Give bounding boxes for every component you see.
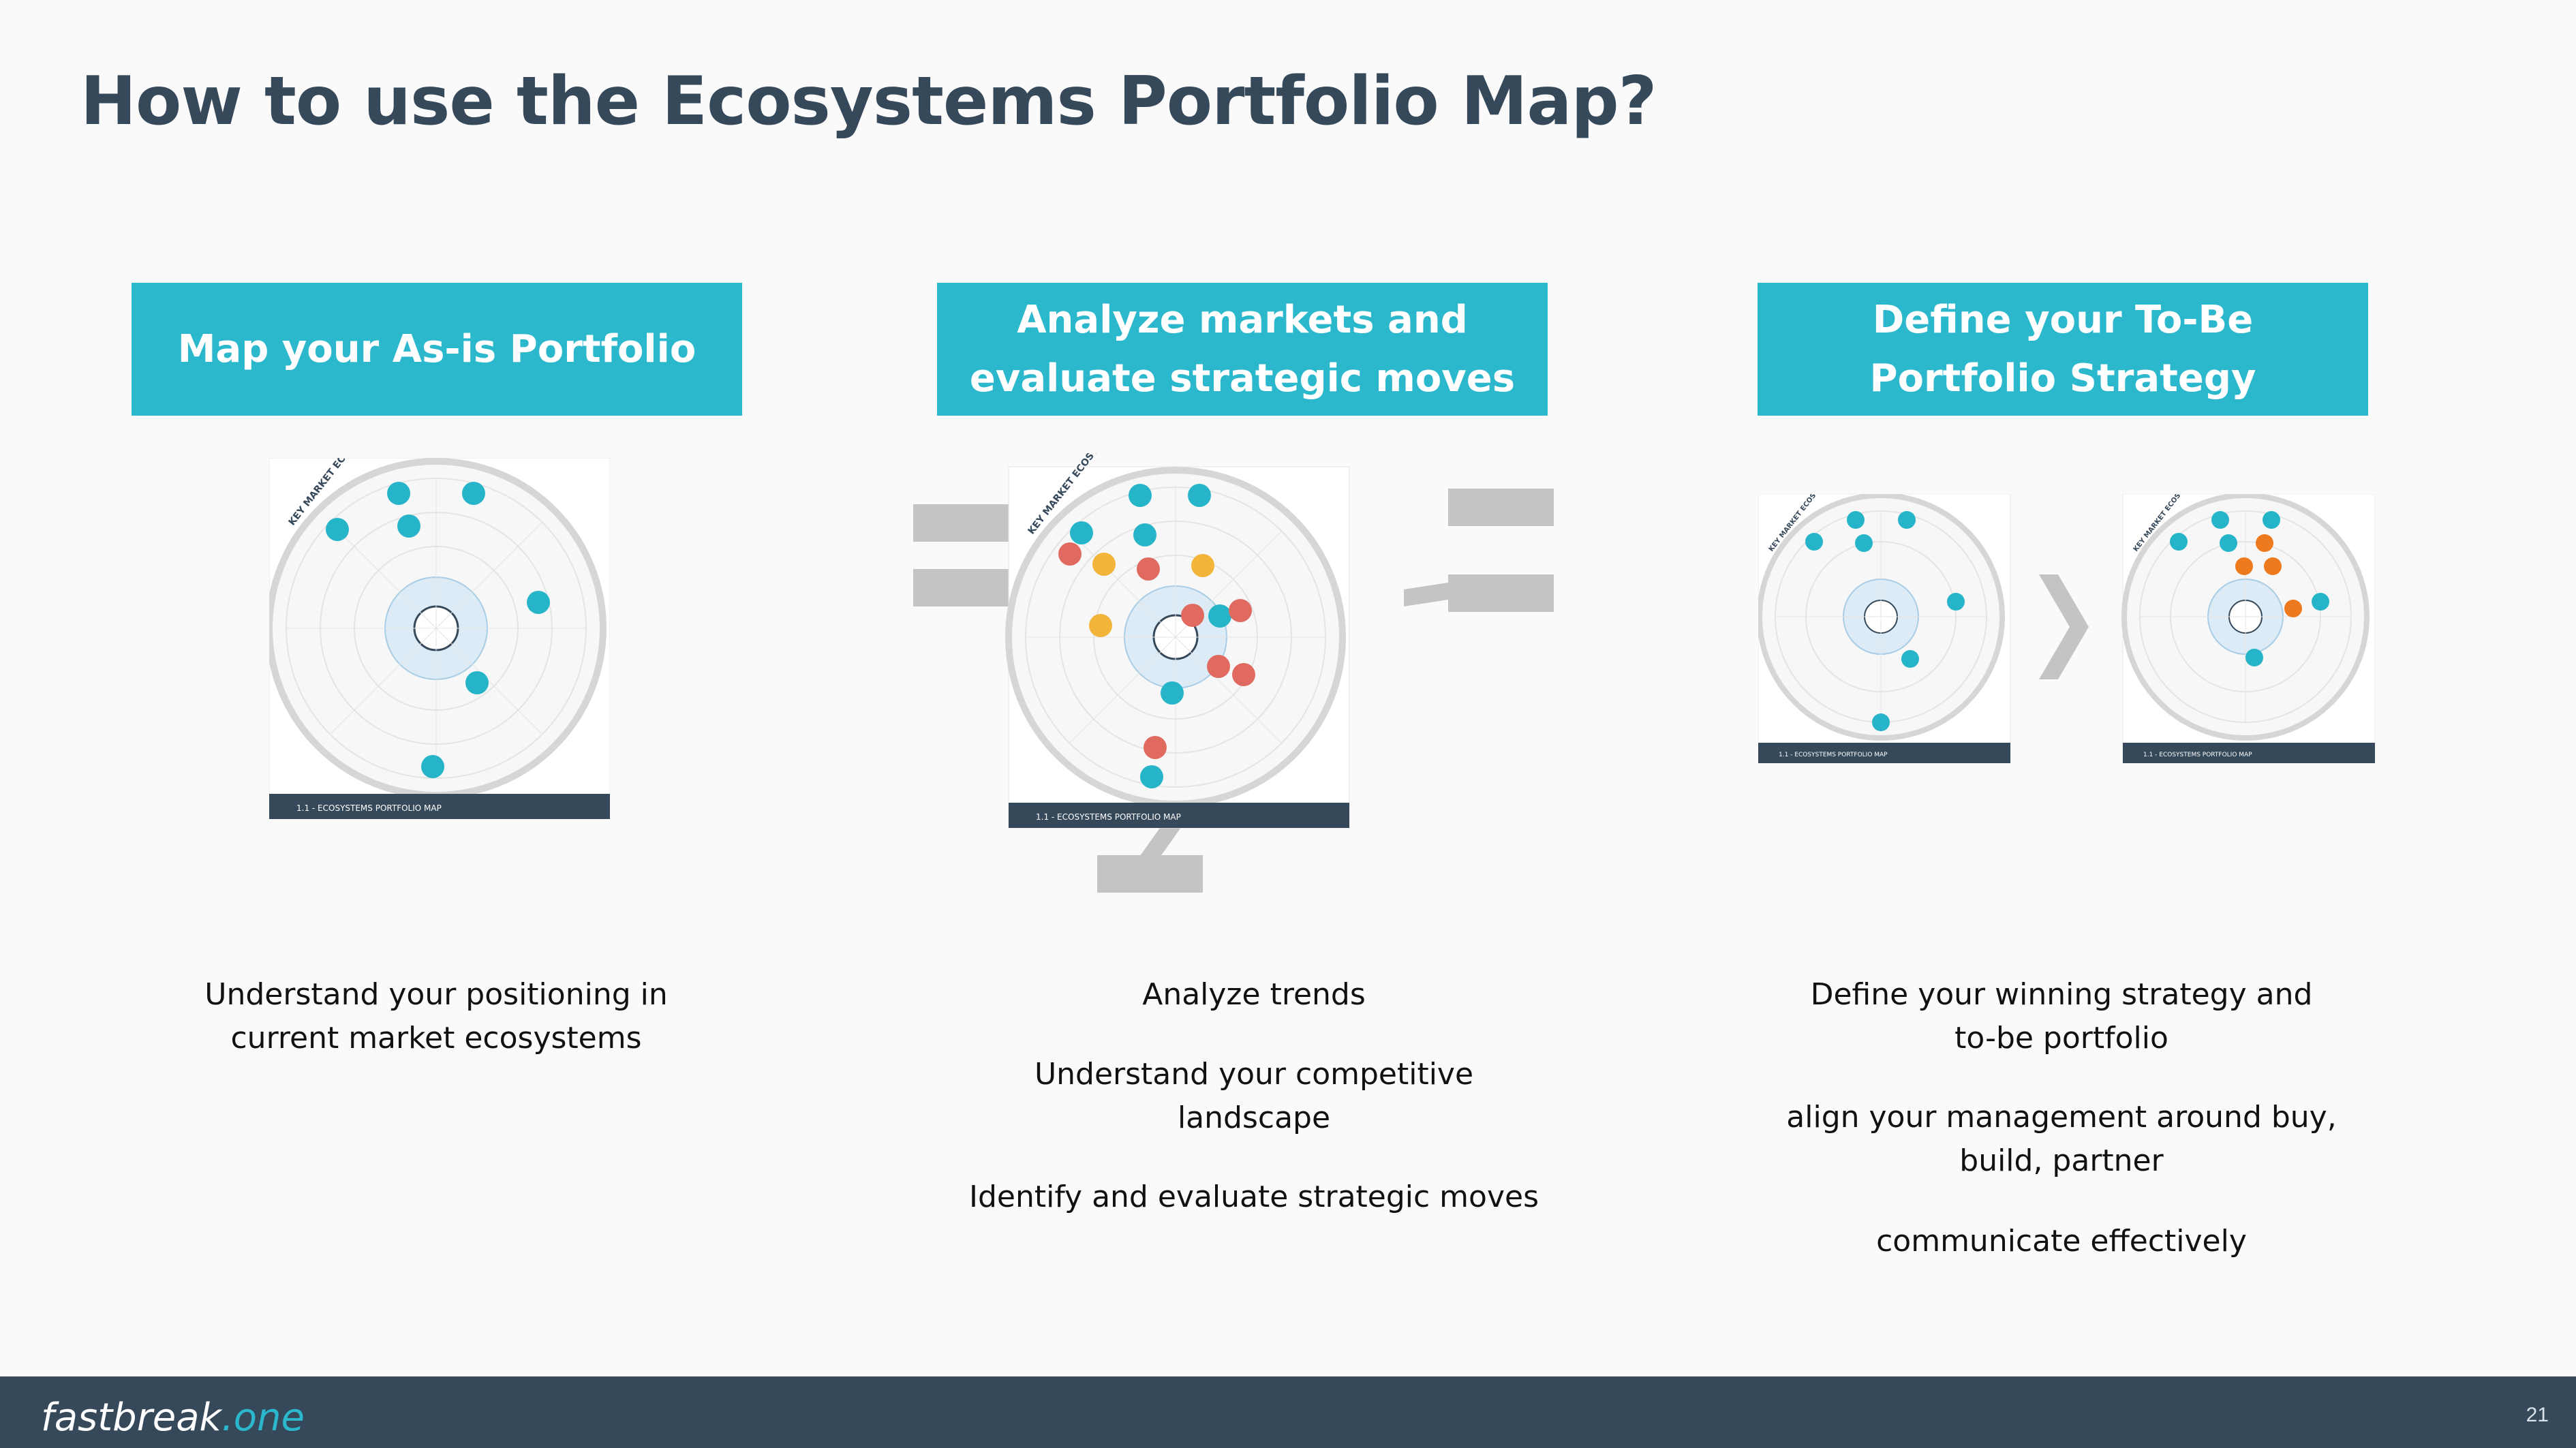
caption-positioning: Understand your positioning in current m…: [204, 977, 668, 1056]
chevron-right-icon: [2039, 574, 2089, 679]
map-as-is: KEY MARKET ECOSYSTEMS 1.1 - ECOSYSTEMS P…: [269, 458, 610, 819]
caption-strategic-moves: Identify and evaluate strategic moves: [969, 1180, 1539, 1214]
page-number: 21: [2526, 1404, 2549, 1426]
footer-bar: fastbreak.one 21: [0, 1376, 2576, 1448]
caption-competitive-landscape: Understand your competitive landscape: [1034, 1057, 1474, 1135]
column-header-to-be: Define your To-Be Portfolio Strategy: [1758, 283, 2368, 416]
map-analyze: KEY MARKET ECOSYSTEMS: [913, 453, 1554, 893]
logo-suffix: .one: [221, 1396, 305, 1440]
map-footer-label: 1.1 - ECOSYSTEMS PORTFOLIO MAP: [296, 803, 442, 813]
caption-winning-strategy: Define your winning strategy and to-be p…: [1810, 977, 2313, 1056]
map-to-be: KEY MARKET ECOSYSTEMS 1.1 - ECOSYSTEMS P…: [1758, 494, 2375, 763]
page-title: How to use the Ecosystems Portfolio Map?: [80, 63, 1657, 140]
column-header-label: Define your To-Be Portfolio Strategy: [1869, 297, 2256, 401]
logo-text: fastbreak: [41, 1396, 221, 1440]
column-header-as-is: Map your As-is Portfolio: [132, 283, 742, 416]
fastbreak-logo[interactable]: fastbreak.one: [41, 1396, 305, 1440]
caption-communicate: communicate effectively: [1876, 1224, 2247, 1259]
column-header-label: Analyze markets and evaluate strategic m…: [969, 297, 1516, 401]
caption-buy-build-partner: align your management around buy, build,…: [1786, 1100, 2337, 1178]
map-footer-label: 1.1 - ECOSYSTEMS PORTFOLIO MAP: [1036, 812, 1181, 822]
column-header-analyze: Analyze markets and evaluate strategic m…: [937, 283, 1548, 416]
caption-analyze-trends: Analyze trends: [1142, 977, 1366, 1012]
map-footer-label: 1.1 - ECOSYSTEMS PORTFOLIO MAP: [2143, 752, 2252, 758]
column-header-label: Map your As-is Portfolio: [177, 326, 696, 371]
map-footer-label: 1.1 - ECOSYSTEMS PORTFOLIO MAP: [1779, 752, 1888, 758]
